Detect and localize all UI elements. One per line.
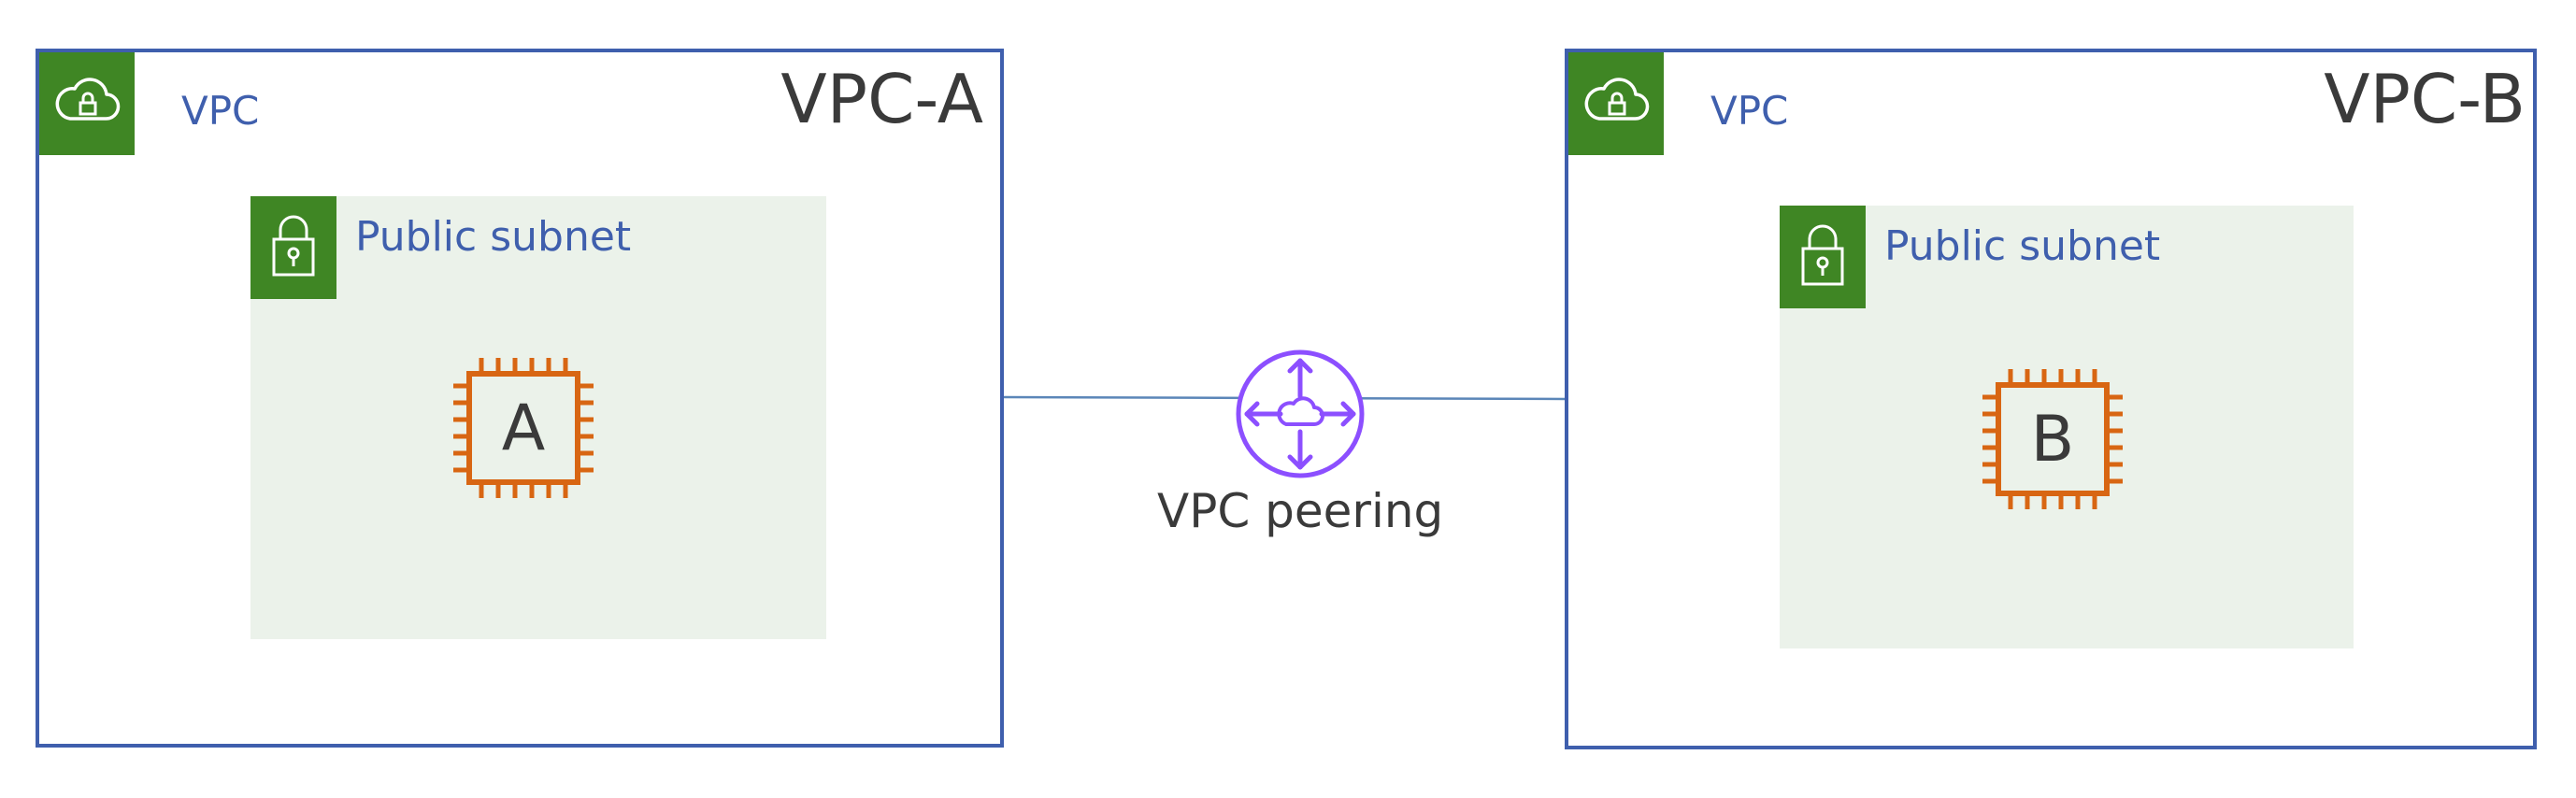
instance-a[interactable]: A (449, 353, 598, 503)
peering-router-icon (1236, 349, 1365, 478)
vpc-a-badge (39, 52, 135, 155)
vpc-b-subnet-badge (1780, 206, 1866, 308)
instance-a-label: A (501, 391, 546, 465)
vpc-b-tag: VPC (1710, 88, 1789, 134)
instance-b-label: B (2030, 402, 2075, 477)
padlock-icon (1795, 221, 1851, 294)
vpc-a-public-subnet: Public subnet A (250, 196, 826, 639)
vpc-peering-label: VPC peering (1157, 484, 1444, 538)
chip-icon (453, 358, 594, 498)
cloud-lock-icon (1579, 64, 1653, 144)
vpc-b-public-subnet: Public subnet B (1780, 206, 2354, 648)
vpc-a-tag: VPC (181, 88, 260, 134)
padlock-icon (265, 211, 322, 285)
vpc-peering[interactable] (1234, 348, 1367, 480)
vpc-b-title: VPC-B (2324, 60, 2526, 138)
vpc-b-subnet-label: Public subnet (1884, 222, 2161, 270)
vpc-b-container: VPC VPC-B Public subnet (1565, 49, 2537, 749)
vpc-a-subnet-badge (250, 196, 336, 299)
instance-b[interactable]: B (1978, 364, 2127, 514)
vpc-a-title: VPC-A (780, 60, 983, 138)
chip-icon (1982, 369, 2123, 509)
vpc-a-subnet-label: Public subnet (355, 213, 632, 261)
vpc-b-badge (1568, 52, 1664, 155)
cloud-lock-icon (50, 64, 124, 144)
vpc-a-container: VPC VPC-A Public subnet (36, 49, 1004, 748)
